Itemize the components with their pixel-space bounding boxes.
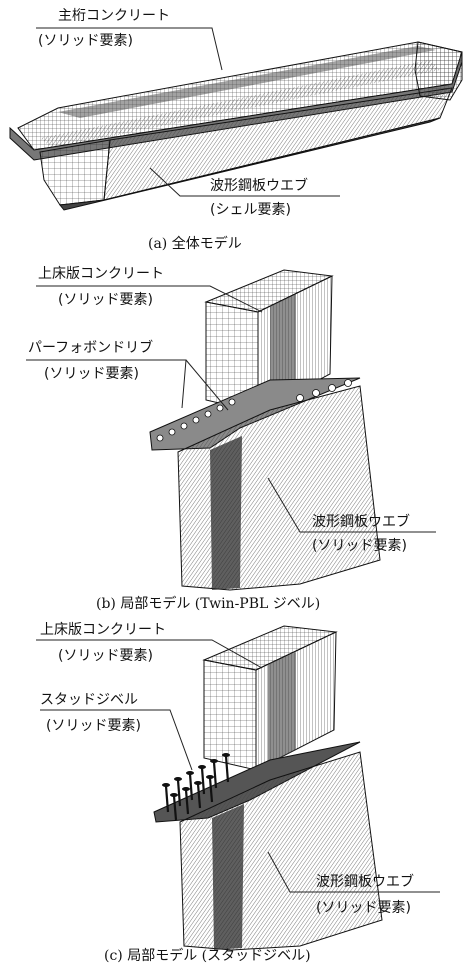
label-slab-b-sub: (ソリッド要素) — [58, 292, 153, 308]
rib-hole — [216, 404, 224, 412]
stud — [176, 779, 182, 807]
stud-head — [186, 771, 194, 775]
leader-slab-c — [36, 639, 263, 669]
label-web-b-sub: (ソリッド要素) — [312, 538, 407, 554]
stud — [172, 795, 178, 821]
label-web-c: 波形鋼板ウエブ — [316, 873, 414, 890]
pbl-model — [149, 269, 381, 591]
figure-c: 上床版コンクリート (ソリッド要素) スタッドジベル (ソリッド要素) 波形鋼板… — [36, 622, 440, 964]
stud-head — [210, 759, 218, 763]
stud — [212, 761, 218, 789]
stud — [208, 777, 214, 803]
rib-hole — [296, 394, 304, 402]
label-web-b: 波形鋼板ウエブ — [312, 513, 410, 530]
label-slab-c: 上床版コンクリート — [40, 622, 166, 638]
rib-hole — [228, 398, 236, 406]
stud — [184, 789, 190, 815]
stud-head — [182, 787, 190, 791]
rib-hole — [180, 422, 188, 430]
stud-web-panel — [212, 804, 244, 950]
girder-bottom — [59, 117, 441, 211]
girder-far-end — [414, 41, 463, 101]
label-stud-c-sub: (ソリッド要素) — [46, 718, 141, 734]
leader-main-concrete — [36, 27, 223, 71]
stud-heads — [162, 753, 230, 797]
rib-hole — [168, 428, 176, 436]
stud-slab-front — [203, 659, 257, 771]
stud-head — [194, 781, 202, 785]
rib-hole — [344, 379, 352, 387]
girder-deck-stripe — [40, 60, 440, 148]
stud-head — [222, 753, 230, 757]
label-rib-b-sub: (ソリッド要素) — [44, 366, 139, 382]
leader-web-c — [267, 851, 440, 893]
stud-slab-side-band — [268, 652, 296, 764]
leader-slab-b — [36, 285, 263, 313]
girder-deck-top-dark — [58, 46, 436, 118]
leader-rib-b-2 — [185, 359, 229, 411]
stud-connectors — [164, 755, 230, 821]
leader-web-b — [267, 477, 436, 533]
label-slab-b: 上床版コンクリート — [38, 266, 164, 282]
label-web-c-sub: (ソリッド要素) — [316, 900, 411, 916]
girder-model — [9, 41, 463, 211]
stud-head — [206, 775, 214, 779]
figure-b: 上床版コンクリート (ソリッド要素) パーフォボンドリブ (ソリッド要素) 波形… — [26, 266, 436, 612]
figure-a: 主桁コンクリート (ソリッド要素) 波形鋼板ウエブ (シェル要素) (a) 全体… — [9, 8, 463, 252]
stud-head — [162, 783, 170, 787]
rib-hole — [204, 410, 212, 418]
caption-b: (b) 局部モデル (Twin-PBL ジベル) — [96, 595, 320, 612]
stud — [224, 755, 230, 783]
rib-hole — [328, 384, 336, 392]
leader-web-a — [149, 167, 340, 197]
label-web-a: 波形鋼板ウエブ — [210, 177, 308, 194]
label-slab-c-sub: (ソリッド要素) — [58, 648, 153, 664]
caption-c: (c) 局部モデル (スタッドジベル) — [104, 947, 311, 964]
stud — [164, 785, 170, 813]
rib-hole — [192, 416, 200, 424]
stud-head — [170, 793, 178, 797]
stud — [196, 783, 202, 809]
stud-head — [198, 765, 206, 769]
stud-head — [174, 777, 182, 781]
label-main-concrete-sub: (ソリッド要素) — [38, 33, 133, 49]
label-stud-c: スタッドジベル — [40, 692, 138, 708]
leader-stud-c — [40, 709, 193, 771]
stud-model — [153, 625, 383, 951]
pbl-slab-side-band — [270, 294, 296, 404]
label-main-concrete: 主桁コンクリート — [58, 8, 170, 24]
stud — [188, 773, 194, 801]
pbl-web-panel — [210, 436, 242, 590]
pbl-rib-holes — [156, 379, 352, 442]
label-web-a-sub: (シェル要素) — [210, 202, 291, 218]
rib-hole — [156, 434, 164, 442]
stud — [200, 767, 206, 795]
label-rib-b: パーフォボンドリブ — [28, 339, 153, 356]
rib-hole — [312, 389, 320, 397]
girder-end-section — [39, 139, 111, 206]
caption-a: (a) 全体モデル — [148, 235, 242, 252]
